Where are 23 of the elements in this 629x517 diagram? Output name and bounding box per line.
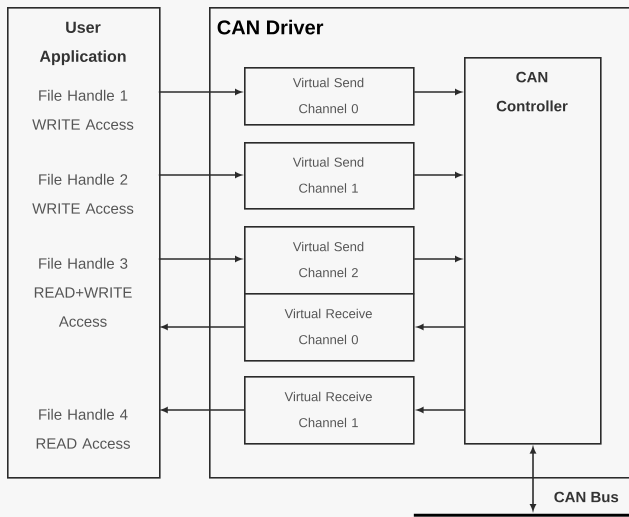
channel-box: Virtual Receive Channel 1 xyxy=(244,376,415,445)
file-handle-text: File Handle 3 READ+WRITE Access xyxy=(34,258,132,327)
arrow xyxy=(414,256,462,262)
channel-box: Virtual Send Channel 2 xyxy=(244,226,415,295)
channel-box: Virtual Receive Channel 0 xyxy=(244,293,415,362)
arrow xyxy=(414,89,462,95)
controller-box: CAN Controller xyxy=(464,57,602,445)
arrow xyxy=(414,172,462,178)
arrow xyxy=(161,407,244,413)
file-handle-text: File Handle 1 WRITE Access xyxy=(32,90,134,130)
arrow xyxy=(417,324,464,330)
channel-box: Virtual Send Channel 1 xyxy=(244,142,415,210)
arrow xyxy=(158,172,242,178)
arrow xyxy=(530,447,536,511)
arrow xyxy=(417,407,464,413)
bus-label: CAN Bus xyxy=(554,492,618,502)
file-handle-text: File Handle 2 WRITE Access xyxy=(32,174,134,214)
arrow xyxy=(158,89,242,95)
arrow xyxy=(158,256,242,262)
file-handle-text: File Handle 4 READ Access xyxy=(36,408,130,449)
bus-line xyxy=(414,514,629,517)
arrow xyxy=(161,324,244,330)
channel-box: Virtual Send Channel 0 xyxy=(244,67,415,126)
